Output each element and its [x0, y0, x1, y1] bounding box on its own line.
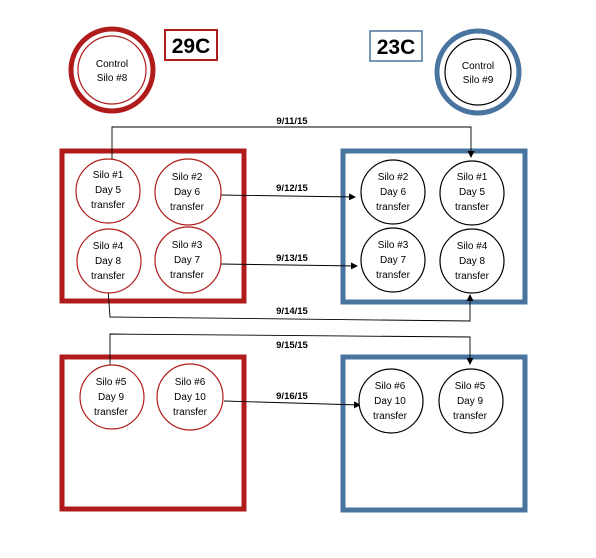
silo-cool-2-circle	[360, 159, 426, 225]
temp-label-warm-text: 29C	[172, 35, 211, 58]
silo-warm-2-day: Day 6	[174, 187, 201, 198]
transfer-connectors	[107, 126, 475, 409]
control-silo-cool-line-1: Control	[462, 61, 494, 72]
silo-warm-1-note: transfer	[91, 200, 126, 211]
silo-cool-4-day: Day 8	[459, 256, 486, 267]
silo-warm-6-note: transfer	[173, 407, 208, 418]
transfer-date-4: 9/14/15	[276, 306, 308, 317]
silo-cool-1-note: transfer	[455, 202, 490, 213]
silo-cool-1-day: Day 5	[459, 187, 486, 198]
silo-cool-2-note: transfer	[376, 202, 411, 213]
silo-warm-1: Silo #1 Day 5 transfer	[75, 158, 141, 224]
control-silo-warm-line-1: Control	[96, 59, 128, 70]
silo-cool-4-name: Silo #4	[457, 241, 488, 252]
silo-cool-4-note: transfer	[455, 271, 490, 282]
silo-warm-3-day: Day 7	[174, 255, 201, 266]
silo-cool-5-day: Day 9	[457, 396, 484, 407]
silo-cool-6-day: Day 10	[374, 396, 406, 407]
transfer-arrow-1	[111, 126, 475, 162]
transfer-arrow-2	[219, 193, 356, 201]
silo-warm-3-circle	[154, 226, 222, 294]
silo-warm-2-circle	[154, 158, 222, 226]
silo-cool-6-name: Silo #6	[375, 381, 406, 392]
silo-warm-3: Silo #3 Day 7 transfer	[154, 226, 222, 294]
chamber-cool-bottom	[340, 354, 528, 513]
silo-cool-2: Silo #2 Day 6 transfer	[360, 159, 426, 225]
control-silo-cool: Control Silo #9	[434, 28, 522, 116]
temp-label-warm-box	[164, 29, 218, 61]
chamber-cool-top	[340, 148, 528, 305]
silo-cool-1-name: Silo #1	[457, 172, 488, 183]
silo-warm-5-day: Day 9	[98, 392, 125, 403]
control-silo-cool-outer-ring	[434, 28, 522, 116]
transfer-date-5: 9/15/15	[276, 340, 308, 351]
transfer-arrow-4	[107, 288, 474, 322]
silo-cool-6: Silo #6 Day 10 transfer	[358, 368, 424, 434]
silo-warm-6-circle	[156, 363, 224, 431]
silo-warm-5-circle	[79, 364, 145, 430]
control-silo-warm: Control Silo #8	[68, 26, 156, 114]
silo-cool-5: Silo #5 Day 9 transfer	[438, 368, 504, 434]
chamber-warm-top	[59, 148, 247, 304]
silo-cool-2-name: Silo #2	[378, 172, 409, 183]
temp-label-cool: 23C	[369, 30, 423, 62]
transfer-date-2: 9/12/15	[276, 183, 308, 194]
silo-warm-2: Silo #2 Day 6 transfer	[154, 158, 222, 226]
silo-warm-1-name: Silo #1	[93, 170, 124, 181]
silo-warm-4: Silo #4 Day 8 transfer	[76, 228, 142, 294]
silo-warm-5-name: Silo #5	[96, 377, 127, 388]
silo-warm-3-note: transfer	[170, 270, 205, 281]
silo-cool-6-circle	[358, 368, 424, 434]
control-silo-warm-outer-ring	[68, 26, 156, 114]
silo-warm-2-note: transfer	[170, 202, 205, 213]
silo-cool-3-name: Silo #3	[378, 240, 409, 251]
transfer-date-6: 9/16/15	[276, 391, 308, 402]
silo-warm-1-circle	[75, 158, 141, 224]
silo-warm-6-day: Day 10	[174, 392, 206, 403]
silo-warm-5-note: transfer	[94, 407, 129, 418]
silo-cool-1-circle	[439, 160, 505, 226]
silo-cool-4: Silo #4 Day 8 transfer	[439, 228, 505, 294]
silo-cool-3-day: Day 7	[380, 255, 407, 266]
control-silo-warm-line-2: Silo #8	[97, 73, 128, 84]
silo-cool-3-note: transfer	[376, 270, 411, 281]
transfer-date-1: 9/11/15	[276, 116, 308, 127]
silo-warm-5: Silo #5 Day 9 transfer	[79, 364, 145, 430]
silo-cool-5-name: Silo #5	[455, 381, 486, 392]
control-silo-cool-inner-ring	[444, 38, 512, 106]
temp-label-warm: 29C	[164, 29, 218, 61]
temp-label-cool-box	[369, 30, 423, 62]
silo-cool-1: Silo #1 Day 5 transfer	[439, 160, 505, 226]
silo-cool-2-day: Day 6	[380, 187, 407, 198]
silo-cool-6-note: transfer	[373, 411, 408, 422]
silo-cool-3-circle	[360, 227, 426, 293]
silo-warm-6: Silo #6 Day 10 transfer	[156, 363, 224, 431]
silo-cool-5-note: transfer	[453, 411, 488, 422]
silo-cool-4-circle	[439, 228, 505, 294]
chamber-warm-bottom	[59, 354, 247, 512]
silo-cool-5-circle	[438, 368, 504, 434]
control-silo-warm-inner-ring	[77, 35, 147, 105]
transfer-arrow-3	[219, 262, 358, 270]
transfer-arrow-6	[223, 400, 361, 409]
silo-warm-4-note: transfer	[91, 271, 126, 282]
silo-warm-6-name: Silo #6	[175, 377, 206, 388]
silo-warm-2-name: Silo #2	[172, 172, 203, 183]
transfer-date-3: 9/13/15	[276, 253, 308, 264]
silo-warm-4-name: Silo #4	[93, 241, 124, 252]
temp-label-cool-text: 23C	[377, 36, 416, 59]
silo-cool-3: Silo #3 Day 7 transfer	[360, 227, 426, 293]
silo-warm-3-name: Silo #3	[172, 240, 203, 251]
silo-warm-4-day: Day 8	[95, 256, 122, 267]
transfer-arrow-5	[109, 333, 474, 368]
silo-warm-4-circle	[76, 228, 142, 294]
control-silo-cool-line-2: Silo #9	[463, 75, 494, 86]
silo-warm-1-day: Day 5	[95, 185, 122, 196]
